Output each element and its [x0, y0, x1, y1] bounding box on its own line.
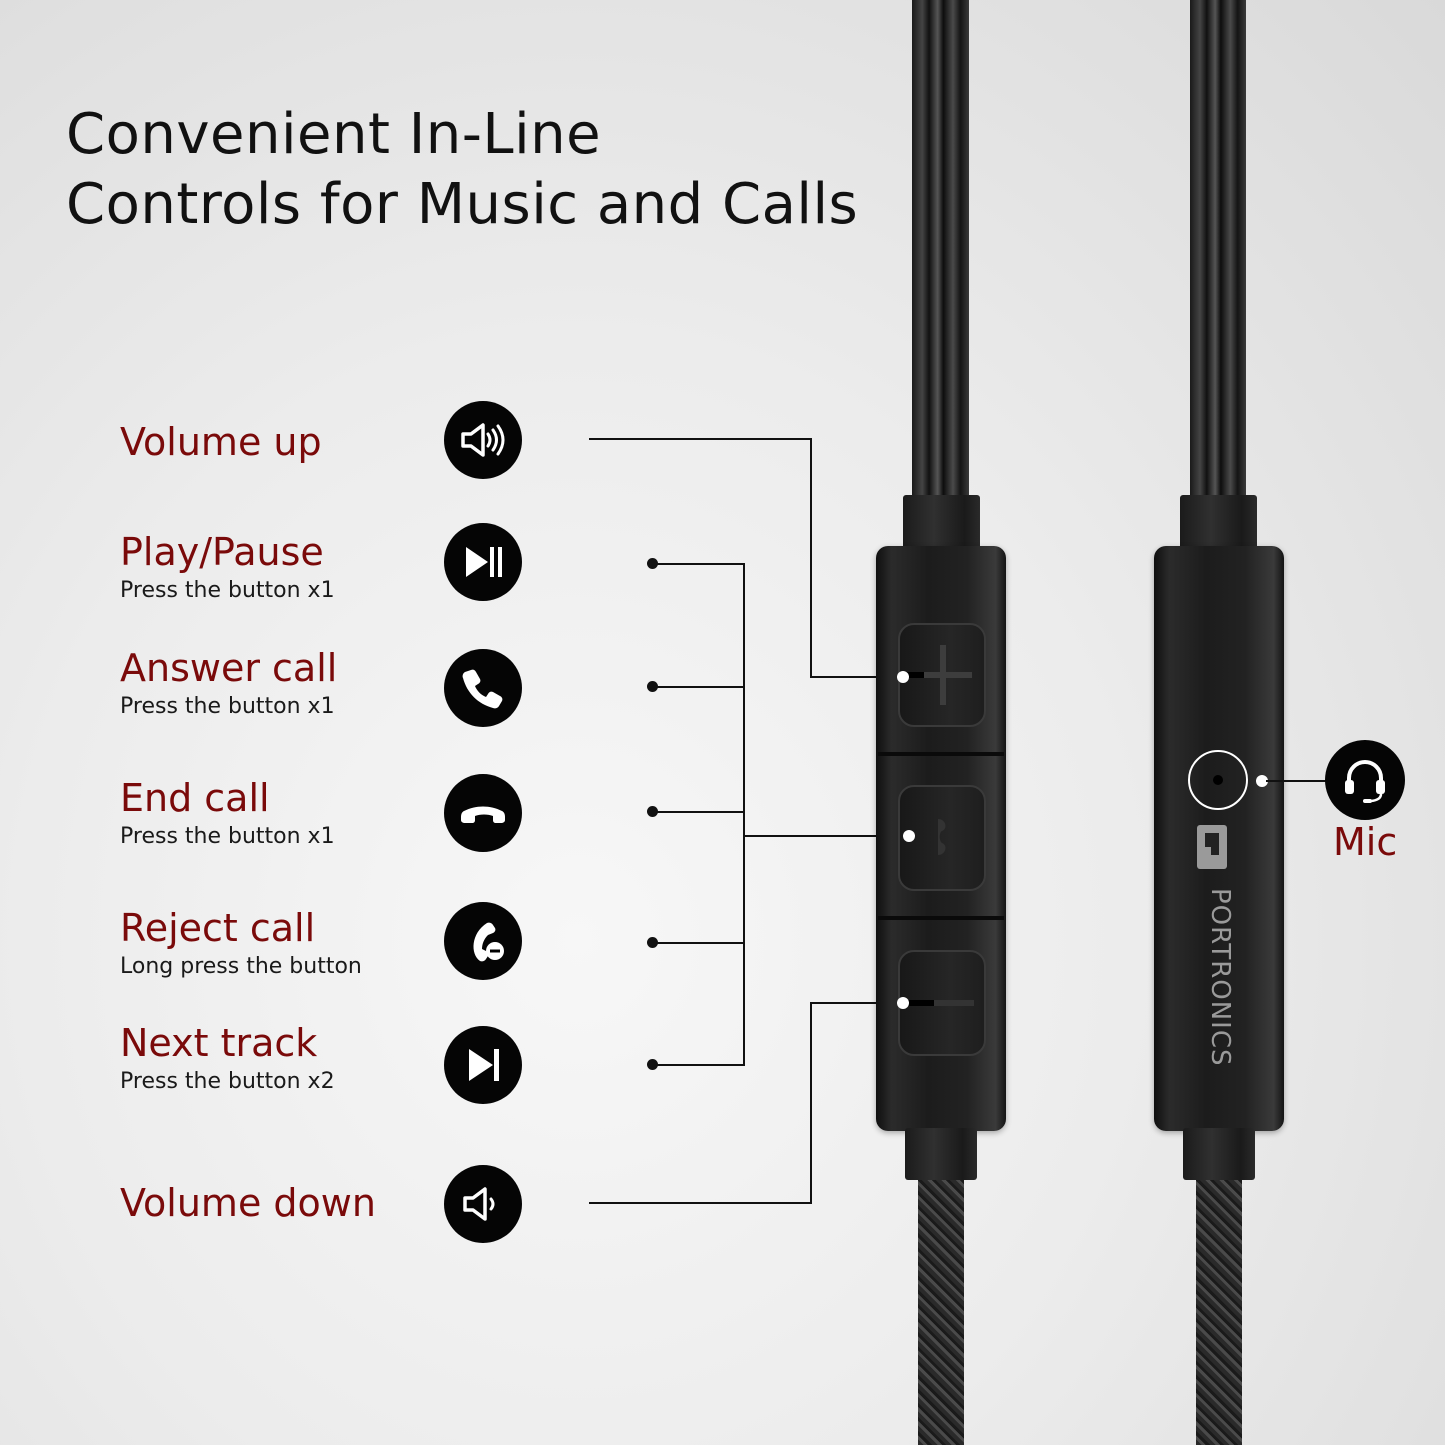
connector-line [810, 1002, 903, 1004]
control-next-track: Next track Press the button x2 [120, 1021, 335, 1097]
pointer-dot [1256, 775, 1268, 787]
control-hint: Press the button x1 [120, 578, 335, 603]
control-volume-up: Volume up [120, 420, 322, 464]
control-label: End call [120, 776, 270, 820]
connector-line [810, 438, 812, 678]
control-label: Reject call [120, 906, 316, 950]
control-label: Next track [120, 1021, 318, 1065]
control-reject-call: Reject call Long press the button [120, 906, 362, 982]
phone-hangup-icon [444, 774, 522, 852]
control-hint: Long press the button [120, 954, 362, 979]
title-line-1: Convenient In-Line [66, 102, 602, 167]
headset-mic-icon [1325, 740, 1405, 820]
volume-down-icon [444, 1165, 522, 1243]
mic-ring [1188, 750, 1248, 810]
pointer-dot [897, 997, 909, 1009]
brand-logo-icon [1197, 825, 1227, 869]
phone-answer-icon [444, 649, 522, 727]
volume-up-button[interactable] [898, 623, 986, 727]
pointer-dot [903, 830, 915, 842]
connector-line [810, 676, 903, 678]
remote-seam [878, 752, 1004, 756]
connector-line [652, 811, 745, 813]
cable-left [912, 0, 969, 500]
connector-line [652, 942, 745, 944]
pointer-dot [897, 671, 909, 683]
connector-line [589, 1202, 812, 1204]
connector-line [652, 686, 745, 688]
control-volume-down: Volume down [120, 1181, 376, 1225]
control-answer-call: Answer call Press the button x1 [120, 646, 337, 722]
volume-up-icon [444, 401, 522, 479]
volume-down-button[interactable] [898, 950, 986, 1056]
minus-icon [904, 1000, 974, 1006]
play-pause-icon [444, 523, 522, 601]
remote-seam [878, 916, 1004, 920]
cable-collar [903, 495, 980, 550]
next-track-icon [444, 1026, 522, 1104]
control-play-pause: Play/Pause Press the button x1 [120, 530, 335, 606]
control-label: Volume down [120, 1181, 376, 1225]
connector-line [743, 835, 909, 837]
control-label: Volume up [120, 420, 322, 464]
phone-reject-icon [444, 902, 522, 980]
control-hint: Press the button x1 [120, 824, 335, 849]
cable-collar [905, 1128, 977, 1180]
connector-line [652, 563, 745, 565]
title-line-2: Controls for Music and Calls [66, 172, 859, 237]
control-hint: Press the button x2 [120, 1069, 335, 1094]
connector-line [810, 1002, 812, 1204]
cable-right [1190, 0, 1246, 500]
brand-name: PORTRONICS [1205, 888, 1235, 1067]
braided-cable-right [1196, 1180, 1242, 1445]
connector-line [743, 563, 745, 1066]
connector-line [589, 438, 812, 440]
control-end-call: End call Press the button x1 [120, 776, 335, 852]
control-hint: Press the button x1 [120, 694, 335, 719]
cable-collar [1183, 1128, 1255, 1180]
mic-label: Mic [1333, 820, 1398, 864]
control-label: Answer call [120, 646, 338, 690]
mic-hole [1213, 775, 1223, 785]
control-label: Play/Pause [120, 530, 324, 574]
cable-collar [1180, 495, 1257, 550]
connector-line [652, 1064, 745, 1066]
plus-icon [904, 645, 972, 705]
braided-cable-left [918, 1180, 964, 1445]
connector-line [1266, 780, 1326, 782]
page-title: Convenient In-Line Controls for Music an… [66, 100, 858, 240]
phone-icon [938, 819, 946, 855]
